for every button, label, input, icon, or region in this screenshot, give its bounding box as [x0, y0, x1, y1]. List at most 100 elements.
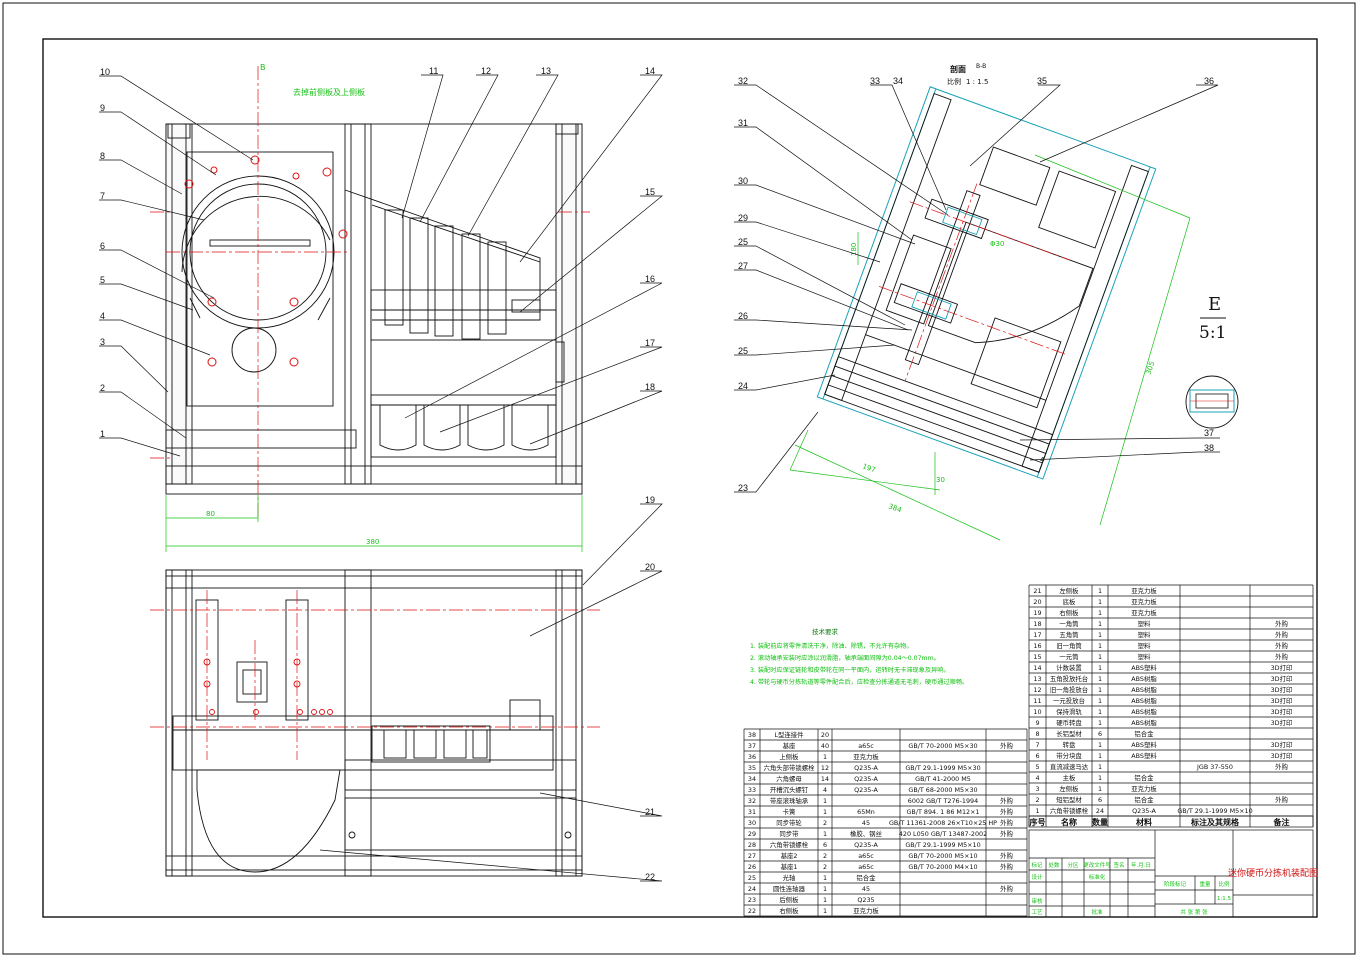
bom-cell: 塑料	[1138, 619, 1151, 628]
bom-header-cell: 备注	[1273, 817, 1290, 827]
bom-cell: 17	[1033, 631, 1041, 639]
callout-number: 25	[738, 237, 748, 247]
callout-number: 26	[738, 311, 748, 321]
bom-cell: 六角带锁螺栓	[1050, 806, 1089, 815]
section-title-suffix: B-B	[976, 63, 986, 70]
callout-number: 3	[100, 337, 105, 347]
bom-cell: 1	[1098, 686, 1102, 694]
bom-cell: GB/T 11361-2008 26×T10×25 HP	[889, 819, 997, 827]
bom-cell: 2	[823, 819, 827, 827]
tech-note-line: 2. 滚动轴承安装时应涂以润滑脂，轴承端面间隙为0.04～0.07mm。	[750, 654, 940, 662]
title-block-mark-label: 签名	[1113, 861, 1124, 869]
scale-value: 1 : 1.5	[966, 78, 988, 86]
bom-cell: 1	[1098, 642, 1102, 650]
bom-cell: a65c	[858, 863, 874, 871]
bom-cell: 1	[823, 907, 827, 915]
bom-cell: 11	[1033, 697, 1041, 705]
bom-cell: 1	[823, 808, 827, 816]
bom-cell: ABS塑料	[1131, 663, 1157, 672]
title-block-mark-label: 分区	[1067, 861, 1079, 869]
bom-cell: 1	[1098, 631, 1102, 639]
callout-number: 16	[645, 274, 655, 284]
section-title: 剖面	[950, 64, 966, 74]
front-view-note: 去掉前侧板及上侧板	[293, 87, 365, 97]
dim-section-b: 384	[887, 502, 903, 514]
drawing-title: 迷你硬币分拣机装配图	[1228, 867, 1318, 879]
bom-cell: 14	[1033, 664, 1041, 672]
bom-cell: 1	[1098, 719, 1102, 727]
bom-cell: 26	[748, 863, 756, 871]
title-design-label: 设计	[1031, 873, 1043, 881]
bom-cell: 24	[1096, 807, 1104, 815]
dim-section-d: 30	[936, 476, 945, 484]
bom-cell: 五角筒	[1059, 630, 1078, 639]
bom-cell: 1	[823, 830, 827, 838]
title-block-mark-label: 更改文件号	[1083, 861, 1111, 869]
bom-cell: 20	[821, 731, 829, 739]
bom-cell: ABS塑料	[1131, 740, 1157, 749]
bom-cell: 铝合金	[1134, 773, 1154, 782]
bom-cell: 1	[1098, 620, 1102, 628]
bom-cell: 铝合金	[1134, 729, 1154, 738]
bom-cell: 65Mn	[857, 808, 875, 816]
bom-cell: 3D打印	[1271, 663, 1293, 672]
callout-number: 13	[541, 66, 551, 76]
bom-cell: 6	[823, 841, 827, 849]
detail-label: E	[1208, 294, 1221, 315]
bom-cell: 六角带锁螺栓	[770, 840, 809, 849]
bom-cell: 24	[748, 885, 756, 893]
callout-number: 31	[738, 118, 748, 128]
bom-cell: 2	[823, 852, 827, 860]
bom-cell: 36	[748, 753, 756, 761]
bom-cell: 3D打印	[1271, 751, 1293, 760]
bom-cell: 40	[821, 742, 829, 750]
bom-cell: Q235-A	[854, 764, 878, 772]
detail-scale: 5:1	[1199, 323, 1226, 343]
bom-header-cell: 序号	[1030, 817, 1046, 827]
bom-cell: ABS树脂	[1131, 696, 1157, 705]
bom-cell: 旧一角筒	[1056, 641, 1082, 650]
bom-cell: 外购	[1000, 851, 1013, 860]
bom-cell: 1	[1098, 752, 1102, 760]
dim-section-f: Φ30	[990, 240, 1004, 248]
bom-cell: 1	[1098, 741, 1102, 749]
bom-cell: 同步带轮	[776, 818, 802, 827]
bom-cell: GB/T 29.1-1999 M5×10	[1177, 807, 1252, 815]
front-view-holes	[184, 155, 348, 367]
bom-cell: 1	[823, 896, 827, 904]
bom-cell: 23	[748, 896, 756, 904]
bom-cell: 15	[1033, 653, 1041, 661]
bom-cell: 长铝型材	[1056, 729, 1082, 738]
bom-cell: 25	[748, 874, 756, 882]
callout-number: 4	[100, 311, 105, 321]
bom-cell: 20	[1033, 598, 1041, 606]
callout-number: 23	[738, 483, 748, 493]
bom-cell: GB/T 70-2000 M5×10	[908, 852, 977, 860]
leader-lines	[99, 74, 1220, 882]
bom-cell: 带座滚珠轴承	[770, 796, 809, 805]
bom-cell: 1	[1098, 708, 1102, 716]
title-process-label: 工艺	[1031, 909, 1043, 916]
bom-cell: 3D打印	[1271, 740, 1293, 749]
callout-number: 35	[1037, 76, 1047, 86]
bom-header-cell: 名称	[1061, 817, 1077, 827]
detail-e-view	[1185, 375, 1239, 429]
bom-cell: JGB 37-550	[1196, 763, 1233, 771]
bom-cell: 硬币转盘	[1056, 718, 1082, 727]
title-approve-label: 批准	[1091, 908, 1103, 916]
title-block-mark-label: 标记	[1031, 861, 1043, 869]
bom-table	[743, 584, 1314, 917]
callout-number: 38	[1204, 443, 1214, 453]
bom-cell: 3	[1035, 785, 1039, 793]
bom-cell: 32	[748, 797, 756, 805]
dim-front-left: 80	[206, 510, 215, 518]
callout-number: 8	[100, 151, 105, 161]
bom-cell: 14	[821, 775, 829, 783]
title-block-frame	[1028, 829, 1314, 918]
front-dimensions	[165, 495, 583, 552]
dim-section-a: 197	[861, 462, 876, 474]
bom-cell: 19	[1033, 609, 1041, 617]
bom-cell: 塑料	[1138, 641, 1151, 650]
